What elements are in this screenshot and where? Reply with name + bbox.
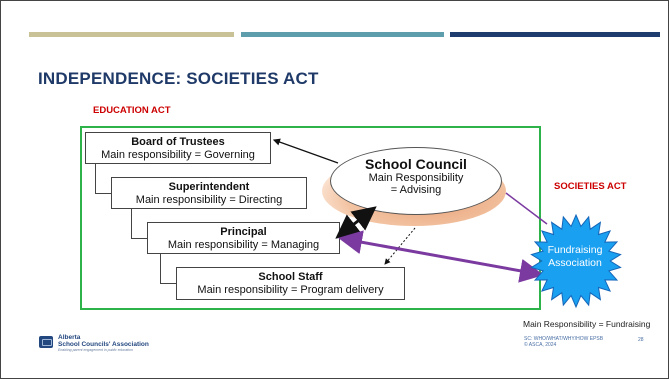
fundraising-label-line2: Association bbox=[548, 257, 602, 269]
box-responsibility: Main responsibility = Program delivery bbox=[197, 284, 384, 296]
page-number: 28 bbox=[638, 337, 644, 343]
footer-reference-line1: SC: WHO/WHAT/WHY/HOW EPSB bbox=[524, 336, 604, 342]
header-bar-tan bbox=[29, 32, 234, 37]
asca-logo: Alberta School Councils' Association Ena… bbox=[39, 334, 189, 352]
footer-reference-line2: © ASCA, 2024 bbox=[524, 342, 557, 348]
header-bar-teal bbox=[241, 32, 444, 37]
connector-line bbox=[131, 209, 147, 239]
footer-reference: SC: WHO/WHAT/WHY/HOW EPSB © ASCA, 2024 bbox=[524, 336, 603, 348]
logo-tagline: Enabling parent engagement in public edu… bbox=[58, 348, 133, 352]
fundraising-association-label: Fundraising Association bbox=[532, 244, 618, 270]
slide-title: INDEPENDENCE: SOCIETIES ACT bbox=[38, 69, 319, 88]
fundraising-starburst bbox=[530, 213, 622, 309]
header-bar-navy bbox=[450, 32, 660, 37]
council-to-board-arrow bbox=[272, 138, 339, 164]
education-act-label: EDUCATION ACT bbox=[93, 105, 171, 116]
box-responsibility: Main responsibility = Managing bbox=[167, 239, 320, 251]
box-title: Superintendent bbox=[168, 181, 250, 193]
connector-line bbox=[95, 164, 111, 194]
box-responsibility: Main responsibility = Governing bbox=[101, 149, 255, 161]
logo-line2: School Councils' Association bbox=[58, 341, 149, 348]
council-fundraising-line bbox=[505, 192, 548, 225]
logo-line1: Alberta bbox=[58, 334, 81, 341]
fundraising-label-line1: Fundraising bbox=[547, 244, 603, 256]
asca-logo-icon bbox=[39, 336, 53, 348]
principal-box: Principal Main responsibility = Managing bbox=[147, 222, 340, 254]
connector-line bbox=[160, 254, 176, 284]
school-council-line2: = Advising bbox=[390, 184, 442, 196]
societies-act-label: SOCIETIES ACT bbox=[554, 181, 627, 192]
council-principal-arrow bbox=[335, 206, 377, 239]
box-title: Board of Trustees bbox=[131, 136, 225, 148]
board-of-trustees-box: Board of Trustees Main responsibility = … bbox=[85, 132, 271, 164]
school-staff-box: School Staff Main responsibility = Progr… bbox=[176, 267, 405, 300]
fundraising-responsibility: Main Responsibility = Fundraising bbox=[523, 319, 651, 329]
school-council-line1: Main Responsibility bbox=[368, 172, 464, 184]
box-title: Principal bbox=[220, 226, 267, 238]
superintendent-box: Superintendent Main responsibility = Dir… bbox=[111, 177, 307, 209]
school-council-title: School Council bbox=[365, 156, 467, 172]
school-council-ellipse: School Council Main Responsibility = Adv… bbox=[330, 147, 502, 215]
box-responsibility: Main responsibility = Directing bbox=[135, 194, 283, 206]
box-title: School Staff bbox=[258, 271, 323, 283]
principal-fundraising-arrow bbox=[338, 230, 544, 283]
